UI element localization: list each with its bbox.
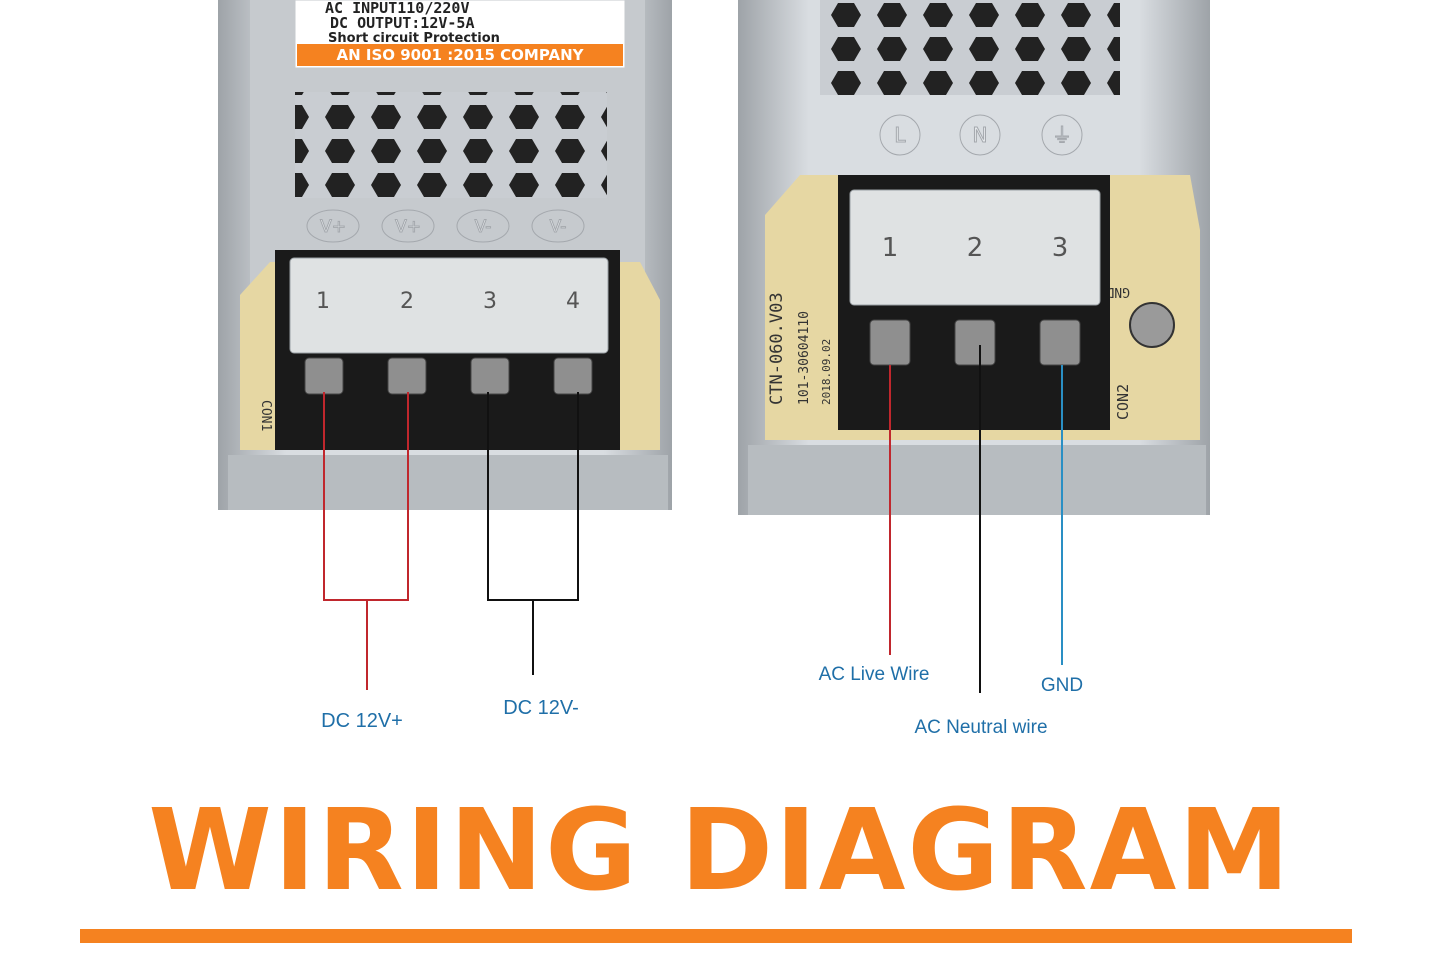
wires [323, 345, 1063, 693]
label-dc-plus: DC 12V+ [321, 710, 403, 732]
right-terminal-screws [869, 319, 1081, 366]
right-terminal-numbers: 1 2 3 [882, 233, 1069, 263]
left-mark-2: V+ [395, 217, 421, 237]
left-iso-badge [297, 44, 623, 66]
left-terminal-numbers: 1 2 3 4 [316, 289, 580, 314]
label-dc-minus: DC 12V- [503, 697, 579, 719]
right-terminal-number-3: 3 [1052, 233, 1069, 263]
left-terminal-screws [304, 357, 593, 395]
right-pcb-line-1: CTN-060.V03 [767, 292, 787, 405]
left-spec-line-2: DC OUTPUT:12V-5A [330, 14, 475, 32]
left-mark-1: V+ [320, 217, 346, 237]
left-terminal-marks: V+ V+ V- V- [306, 209, 585, 243]
right-terminal-cover [849, 189, 1101, 306]
right-pcb-text: CTN-060.V03 101-30604110 2018.09.02 [767, 292, 833, 405]
label-gnd: GND [1041, 675, 1083, 696]
page-title: WIRING DIAGRAM [148, 786, 1292, 916]
left-vent-grille [295, 92, 607, 198]
left-spec-line-1: AC INPUT110/220V [325, 0, 470, 17]
right-case-base [748, 445, 1206, 515]
title-underline [80, 929, 1352, 943]
right-vent-grille [820, 0, 1120, 95]
right-mark-l: L [894, 123, 906, 147]
right-pcb-line-3: 2018.09.02 [820, 339, 833, 405]
right-terminal-number-1: 1 [882, 233, 899, 263]
left-terminal-number-4: 4 [566, 289, 580, 314]
left-terminal-number-2: 2 [400, 289, 414, 314]
left-power-supply: AC INPUT110/220V DC OUTPUT:12V-5A Short … [218, 0, 672, 510]
right-connector-label: CON2 [1114, 384, 1132, 420]
right-power-supply: L N ⏚ CTN-060.V03 101-30604110 2018.09.0… [738, 0, 1210, 515]
label-ac-live: AC Live Wire [819, 664, 930, 685]
left-connector-label: CON1 [258, 400, 273, 431]
right-terminal-marks: L N ⏚ [879, 114, 1083, 156]
left-mark-4: V- [550, 217, 567, 237]
left-terminal-number-3: 3 [483, 289, 497, 314]
left-terminal-number-1: 1 [316, 289, 330, 314]
left-mark-3: V- [475, 217, 492, 237]
left-case-base [228, 455, 668, 510]
right-terminal-number-2: 2 [967, 233, 984, 263]
left-terminal-cover [289, 257, 609, 354]
right-gnd-screw [1129, 302, 1175, 348]
label-ac-neutral: AC Neutral wire [914, 717, 1047, 738]
right-mark-ground: ⏚ [1052, 123, 1072, 147]
left-iso-badge-text: AN ISO 9001 :2015 COMPANY [336, 46, 584, 64]
wire-labels: DC 12V+ DC 12V- AC Live Wire AC Neutral … [321, 664, 1083, 738]
right-pcb-line-2: 101-30604110 [797, 311, 812, 405]
right-mark-n: N [973, 123, 988, 147]
left-spec-line-3: Short circuit Protection [328, 31, 500, 46]
